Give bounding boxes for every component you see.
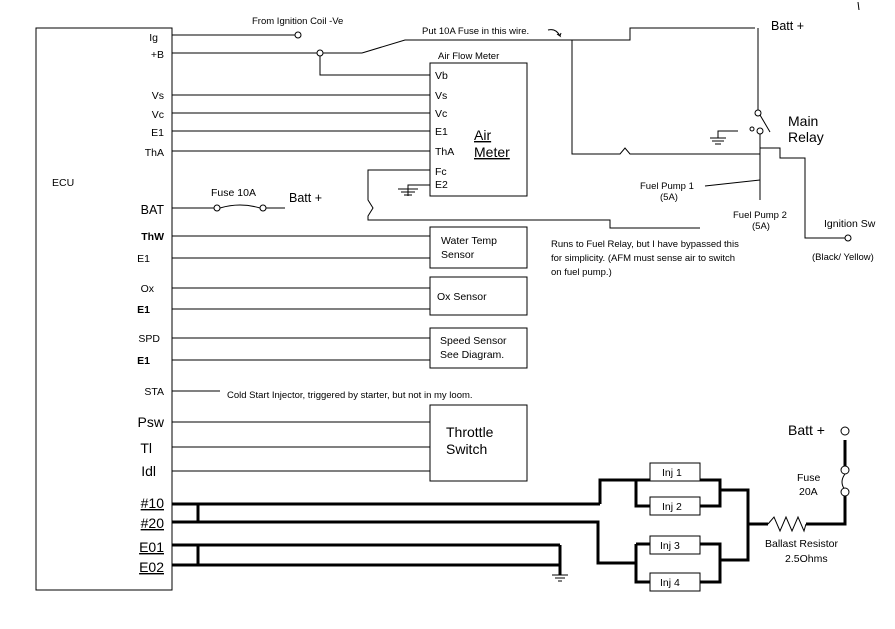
wire-bat bbox=[172, 204, 285, 212]
pin-e02: E02 bbox=[139, 559, 164, 575]
inj4-box bbox=[649, 572, 701, 592]
pin-e01: E01 bbox=[139, 539, 164, 555]
pin-tl: Tl bbox=[140, 440, 152, 456]
pin-vc: Vc bbox=[152, 109, 164, 121]
pin-sta: STA bbox=[144, 386, 164, 398]
note-batt-bat: Batt + bbox=[289, 191, 322, 205]
afm-pin-vs: Vs bbox=[435, 90, 447, 102]
speed-sensor-box bbox=[429, 327, 528, 369]
note-fuel-relay-line1: Runs to Fuel Relay, but I have bypassed … bbox=[551, 239, 739, 250]
edge-mark bbox=[857, 1, 860, 11]
inj-batt-label: Batt + bbox=[788, 422, 825, 438]
speed-sensor-line1: Speed Sensor bbox=[440, 335, 507, 347]
pin-spd: SPD bbox=[138, 333, 160, 345]
pin-n20: #20 bbox=[141, 515, 165, 531]
pin-e1d: E1 bbox=[137, 355, 150, 367]
throttle-switch-box bbox=[429, 404, 528, 482]
ballast-resistor-icon bbox=[767, 515, 807, 533]
pin-e1b: E1 bbox=[137, 253, 150, 265]
pin-thw: ThW bbox=[141, 231, 164, 243]
afm-pins: Vb Vs Vc E1 ThA Fc E2 bbox=[435, 70, 454, 191]
inj3-label: Inj 3 bbox=[660, 540, 680, 552]
pin-vs: Vs bbox=[152, 90, 164, 102]
wires-afm bbox=[172, 94, 430, 152]
throttle-line2: Switch bbox=[446, 441, 487, 457]
pin-b: +B bbox=[151, 49, 164, 61]
water-temp-line1: Water Temp bbox=[441, 235, 497, 247]
ox-sensor-label: Ox Sensor bbox=[437, 291, 487, 303]
terminal-ig bbox=[294, 31, 302, 39]
afm-box bbox=[429, 62, 528, 197]
pin-ig: Ig bbox=[149, 32, 158, 44]
ecu-box bbox=[35, 27, 173, 591]
ecu-label: ECU bbox=[52, 177, 74, 189]
note-cold-start: Cold Start Injector, triggered by starte… bbox=[227, 390, 473, 401]
fuel-pump1-line2: (5A) bbox=[660, 192, 678, 203]
pin-idl: Idl bbox=[141, 463, 156, 479]
wires-sensors bbox=[172, 235, 430, 472]
relay-main-line1: Main bbox=[788, 113, 818, 129]
afm-pin-e2: E2 bbox=[435, 179, 448, 191]
note-fuel-relay-line3: on fuel pump.) bbox=[551, 267, 612, 278]
pin-n10: #10 bbox=[141, 495, 165, 511]
water-temp-sensor-box bbox=[429, 226, 528, 269]
afm-title: Air Flow Meter bbox=[438, 51, 499, 62]
note-fuse: Put 10A Fuse in this wire. bbox=[422, 26, 529, 37]
inj4-label: Inj 4 bbox=[660, 577, 680, 589]
pin-ox: Ox bbox=[141, 283, 155, 295]
fuel-pump1-line1: Fuel Pump 1 bbox=[640, 181, 694, 192]
inj3-box bbox=[649, 535, 701, 555]
arrow-icon bbox=[547, 29, 562, 38]
inj1-label: Inj 1 bbox=[662, 467, 682, 479]
pin-bat: BAT bbox=[141, 203, 165, 217]
fuse-20a-line1: Fuse bbox=[797, 472, 821, 484]
ballast-line1: Ballast Resistor bbox=[765, 538, 838, 550]
pin-e1c: E1 bbox=[137, 304, 150, 316]
inj2-label: Inj 2 bbox=[662, 501, 682, 513]
fuse-20a-icon bbox=[840, 465, 850, 497]
pin-tha: ThA bbox=[145, 147, 164, 159]
ignition-color-label: (Black/ Yellow) bbox=[812, 252, 874, 263]
speed-sensor-line2: See Diagram. bbox=[440, 349, 504, 361]
fuse-20a-line2: 20A bbox=[799, 486, 818, 498]
terminal-batt-inj bbox=[840, 426, 850, 436]
fuel-pump2-line2: (5A) bbox=[752, 221, 770, 232]
main-relay bbox=[571, 28, 845, 239]
ballast-line2: 2.5Ohms bbox=[785, 553, 828, 565]
fuel-pump2-line1: Fuel Pump 2 bbox=[733, 210, 787, 221]
wire-b bbox=[172, 27, 755, 76]
pin-psw: Psw bbox=[138, 414, 165, 430]
afm-pin-vc: Vc bbox=[435, 108, 447, 120]
note-fuse-10a: Fuse 10A bbox=[211, 187, 256, 199]
pin-e1: E1 bbox=[151, 127, 164, 139]
relay-main-line2: Relay bbox=[788, 129, 824, 145]
relay-batt-top: Batt + bbox=[771, 19, 804, 33]
inj1-box bbox=[649, 462, 701, 482]
inj2-box bbox=[649, 496, 701, 516]
wires-injectors bbox=[172, 440, 847, 584]
ground-icon-e0 bbox=[552, 574, 568, 582]
note-ignition-coil: From Ignition Coil -Ve bbox=[252, 16, 343, 27]
ground-icon-afm bbox=[398, 184, 430, 196]
terminal-ignition-sw bbox=[844, 234, 852, 242]
afm-pin-fc: Fc bbox=[435, 166, 447, 178]
afm-name-line2: Meter bbox=[474, 144, 510, 160]
ignition-sw-label: Ignition Sw bbox=[824, 218, 876, 230]
throttle-line1: Throttle bbox=[446, 424, 494, 440]
water-temp-line2: Sensor bbox=[441, 249, 475, 261]
note-fuel-relay-line2: for simplicity. (AFM must sense air to s… bbox=[551, 253, 735, 264]
wire-fc bbox=[367, 169, 700, 229]
ox-sensor-box bbox=[429, 276, 528, 316]
ecu-pin-labels: Ig +B Vs Vc E1 ThA BAT ThW E1 Ox E1 SPD … bbox=[137, 32, 165, 575]
afm-pin-vb: Vb bbox=[435, 70, 448, 82]
afm-pin-e1: E1 bbox=[435, 126, 448, 138]
afm-name-line1: Air bbox=[474, 127, 491, 143]
afm-pin-tha: ThA bbox=[435, 146, 454, 158]
